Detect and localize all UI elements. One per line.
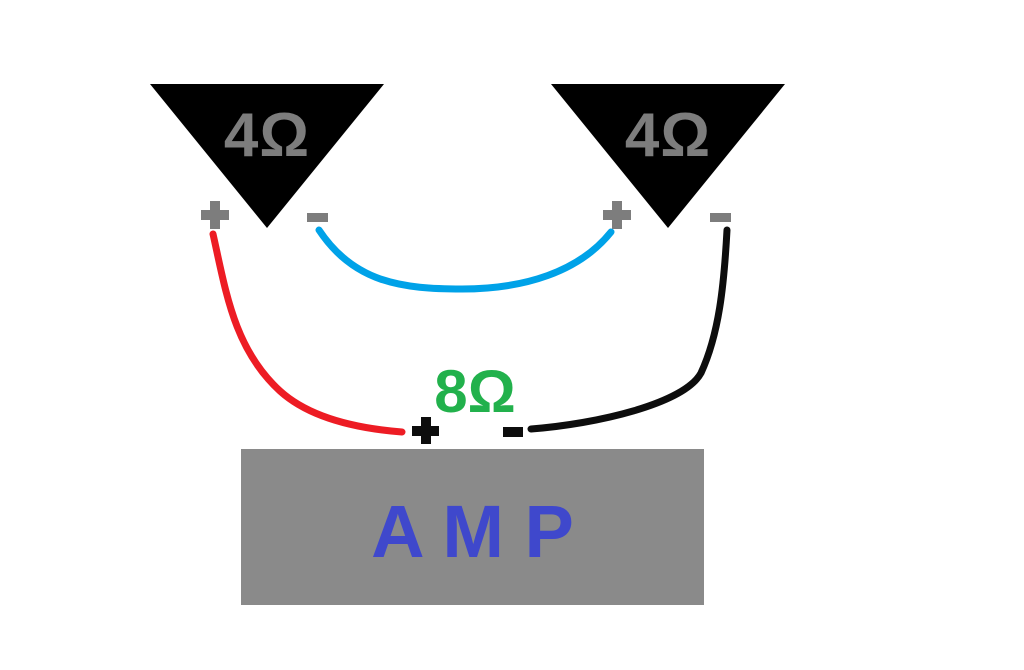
amp-label: A M P (371, 490, 574, 573)
plus-bar-vertical (612, 201, 622, 229)
plus-bar-vertical (210, 201, 220, 229)
right-speaker-icon (551, 84, 785, 228)
amp-negative-terminal-icon (503, 427, 523, 437)
right-speaker-negative-terminal-icon (710, 213, 731, 222)
right-speaker-impedance-label: 4Ω (624, 101, 712, 170)
plus-bar-vertical (420, 417, 431, 444)
wire-right-negative-to-amp (527, 226, 731, 433)
amp-positive-terminal-icon (412, 417, 439, 444)
left-speaker-impedance-label: 4Ω (223, 101, 311, 170)
right-speaker-positive-terminal-icon (603, 201, 631, 229)
wire-series-link (315, 226, 615, 293)
left-speaker-icon (150, 84, 384, 228)
wire-left-positive-to-amp (209, 230, 406, 436)
left-speaker-negative-terminal-icon (307, 213, 328, 222)
amp-box: A M P (241, 449, 704, 605)
series-load-impedance-label: 8Ω (434, 358, 516, 425)
left-speaker-positive-terminal-icon (201, 201, 229, 229)
